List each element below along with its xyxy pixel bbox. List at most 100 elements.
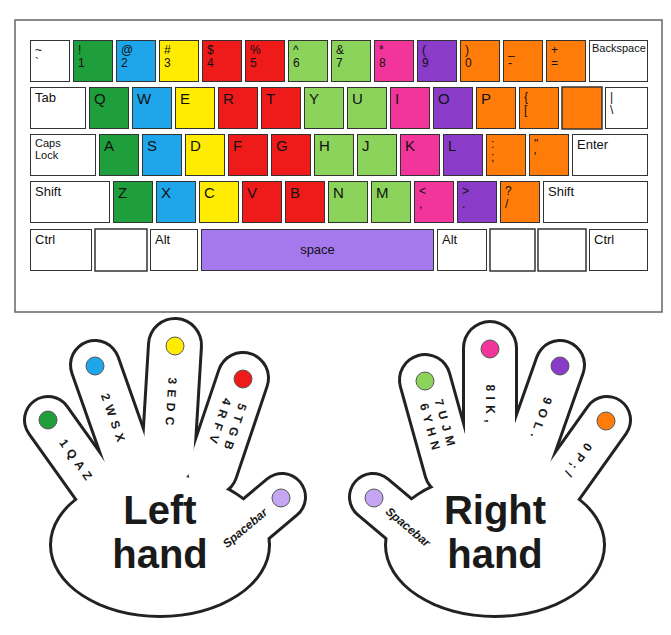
fingertip-dot	[365, 489, 383, 507]
key-label: J	[362, 138, 370, 154]
key-label: !	[78, 44, 81, 57]
finger-outline	[523, 365, 560, 470]
thumb-label: Spacebar	[383, 505, 432, 549]
finger-colored-key: &7	[331, 40, 371, 82]
key-label: N	[333, 185, 344, 201]
function-key: Ctrl	[30, 229, 92, 271]
key-label: 2	[121, 57, 128, 70]
finger-colored-key: I	[390, 87, 430, 129]
key-label: space	[300, 243, 335, 257]
fingertip-dot	[166, 337, 184, 355]
key-label: 0	[465, 57, 472, 70]
key-label: D	[190, 138, 201, 154]
finger-colored-key: @2	[116, 40, 156, 82]
finger-colored-key: A	[99, 134, 139, 176]
function-key: Ctrl	[589, 229, 648, 271]
key-label: ^	[293, 44, 299, 57]
finger-colored-key: ?/	[500, 181, 540, 223]
finger-colored-key: "'	[529, 134, 569, 176]
key-label: Ctrl	[35, 233, 55, 247]
finger-colored-key: $4	[202, 40, 242, 82]
key-label: Z	[118, 185, 127, 201]
key-label: I	[395, 91, 399, 107]
key-label: (	[422, 44, 426, 57]
label-holder: 1 Q A Z	[57, 437, 95, 483]
finger-keys: 2 W S X	[99, 392, 127, 444]
key-label: <	[419, 185, 426, 198]
finger-colored-key: E	[175, 87, 215, 129]
key-label: E	[180, 91, 190, 107]
key-label: $	[207, 44, 214, 57]
finger-colored-key: {[	[519, 87, 559, 129]
function-key: Backspace	[589, 40, 648, 82]
label-holder: Spacebar	[383, 505, 432, 549]
finger-colored-key: Q	[89, 87, 129, 129]
finger-colored-key: <,	[414, 181, 454, 223]
key-label: B	[290, 185, 300, 201]
key-label: [	[524, 104, 527, 117]
key-label: ;	[491, 151, 494, 164]
key-label: "	[534, 138, 538, 151]
function-key: Alt	[437, 229, 487, 271]
key-label: A	[104, 138, 114, 154]
space-bar: space	[201, 229, 434, 271]
key-label: `	[35, 57, 39, 70]
fingertip-dot	[272, 489, 290, 507]
finger-colored-key: >.	[457, 181, 497, 223]
finger-colored-key: D	[185, 134, 225, 176]
finger-outline	[462, 348, 518, 460]
fingertip-dot	[234, 370, 252, 388]
blank-key	[562, 87, 602, 129]
function-key: Enter	[572, 134, 648, 176]
finger-colored-key: O	[433, 87, 473, 129]
key-label: 6	[293, 57, 300, 70]
finger-colored-key: *8	[374, 40, 414, 82]
key-label: %	[250, 44, 261, 57]
finger-colored-key: J	[357, 134, 397, 176]
key-label: V	[247, 185, 257, 201]
key-label: +	[551, 44, 558, 57]
finger-keys: 8 I K ,	[484, 384, 496, 423]
key-label: >	[462, 185, 469, 198]
finger-colored-key: G	[271, 134, 311, 176]
key-label: M	[376, 185, 389, 201]
key-label: Shift	[548, 185, 574, 199]
hand-title: Right hand	[430, 488, 560, 576]
key-label: U	[352, 91, 363, 107]
key-label: Alt	[442, 233, 457, 247]
key-label: W	[137, 91, 151, 107]
fingertip-dot	[39, 411, 57, 429]
finger-colored-key: R	[218, 87, 258, 129]
finger-colored-key: P	[476, 87, 516, 129]
key-label: '	[534, 151, 536, 164]
key-label: Y	[309, 91, 319, 107]
fingertip-dot	[416, 372, 434, 390]
label-holder: Left hand	[95, 488, 225, 576]
label-holder: 8 I K ,	[484, 384, 496, 423]
key-label: |	[610, 91, 613, 104]
fingertip-dot	[86, 357, 104, 375]
key-label: 8	[379, 57, 386, 70]
finger-outline	[95, 365, 132, 470]
finger-colored-key: K	[400, 134, 440, 176]
hand-fill	[48, 345, 607, 615]
key-label: )	[465, 44, 469, 57]
label-holder: Spacebar	[220, 506, 269, 550]
label-holder: Right hand	[430, 488, 560, 576]
key-label: :	[491, 138, 494, 151]
finger-colored-key: !1	[73, 40, 113, 82]
key-label: P	[481, 91, 491, 107]
key-label: &	[336, 44, 344, 57]
finger-colored-key: ^6	[288, 40, 328, 82]
key-label: Tab	[35, 91, 56, 105]
thumb-label: Spacebar	[220, 506, 269, 550]
finger-colored-key: M	[371, 181, 411, 223]
key-label: -	[508, 57, 512, 70]
key-label: 7	[336, 57, 343, 70]
finger-colored-key: )0	[460, 40, 500, 82]
key-label: O	[438, 91, 450, 107]
key-label: 1	[78, 57, 85, 70]
key-label: Alt	[155, 233, 170, 247]
finger	[465, 348, 515, 460]
